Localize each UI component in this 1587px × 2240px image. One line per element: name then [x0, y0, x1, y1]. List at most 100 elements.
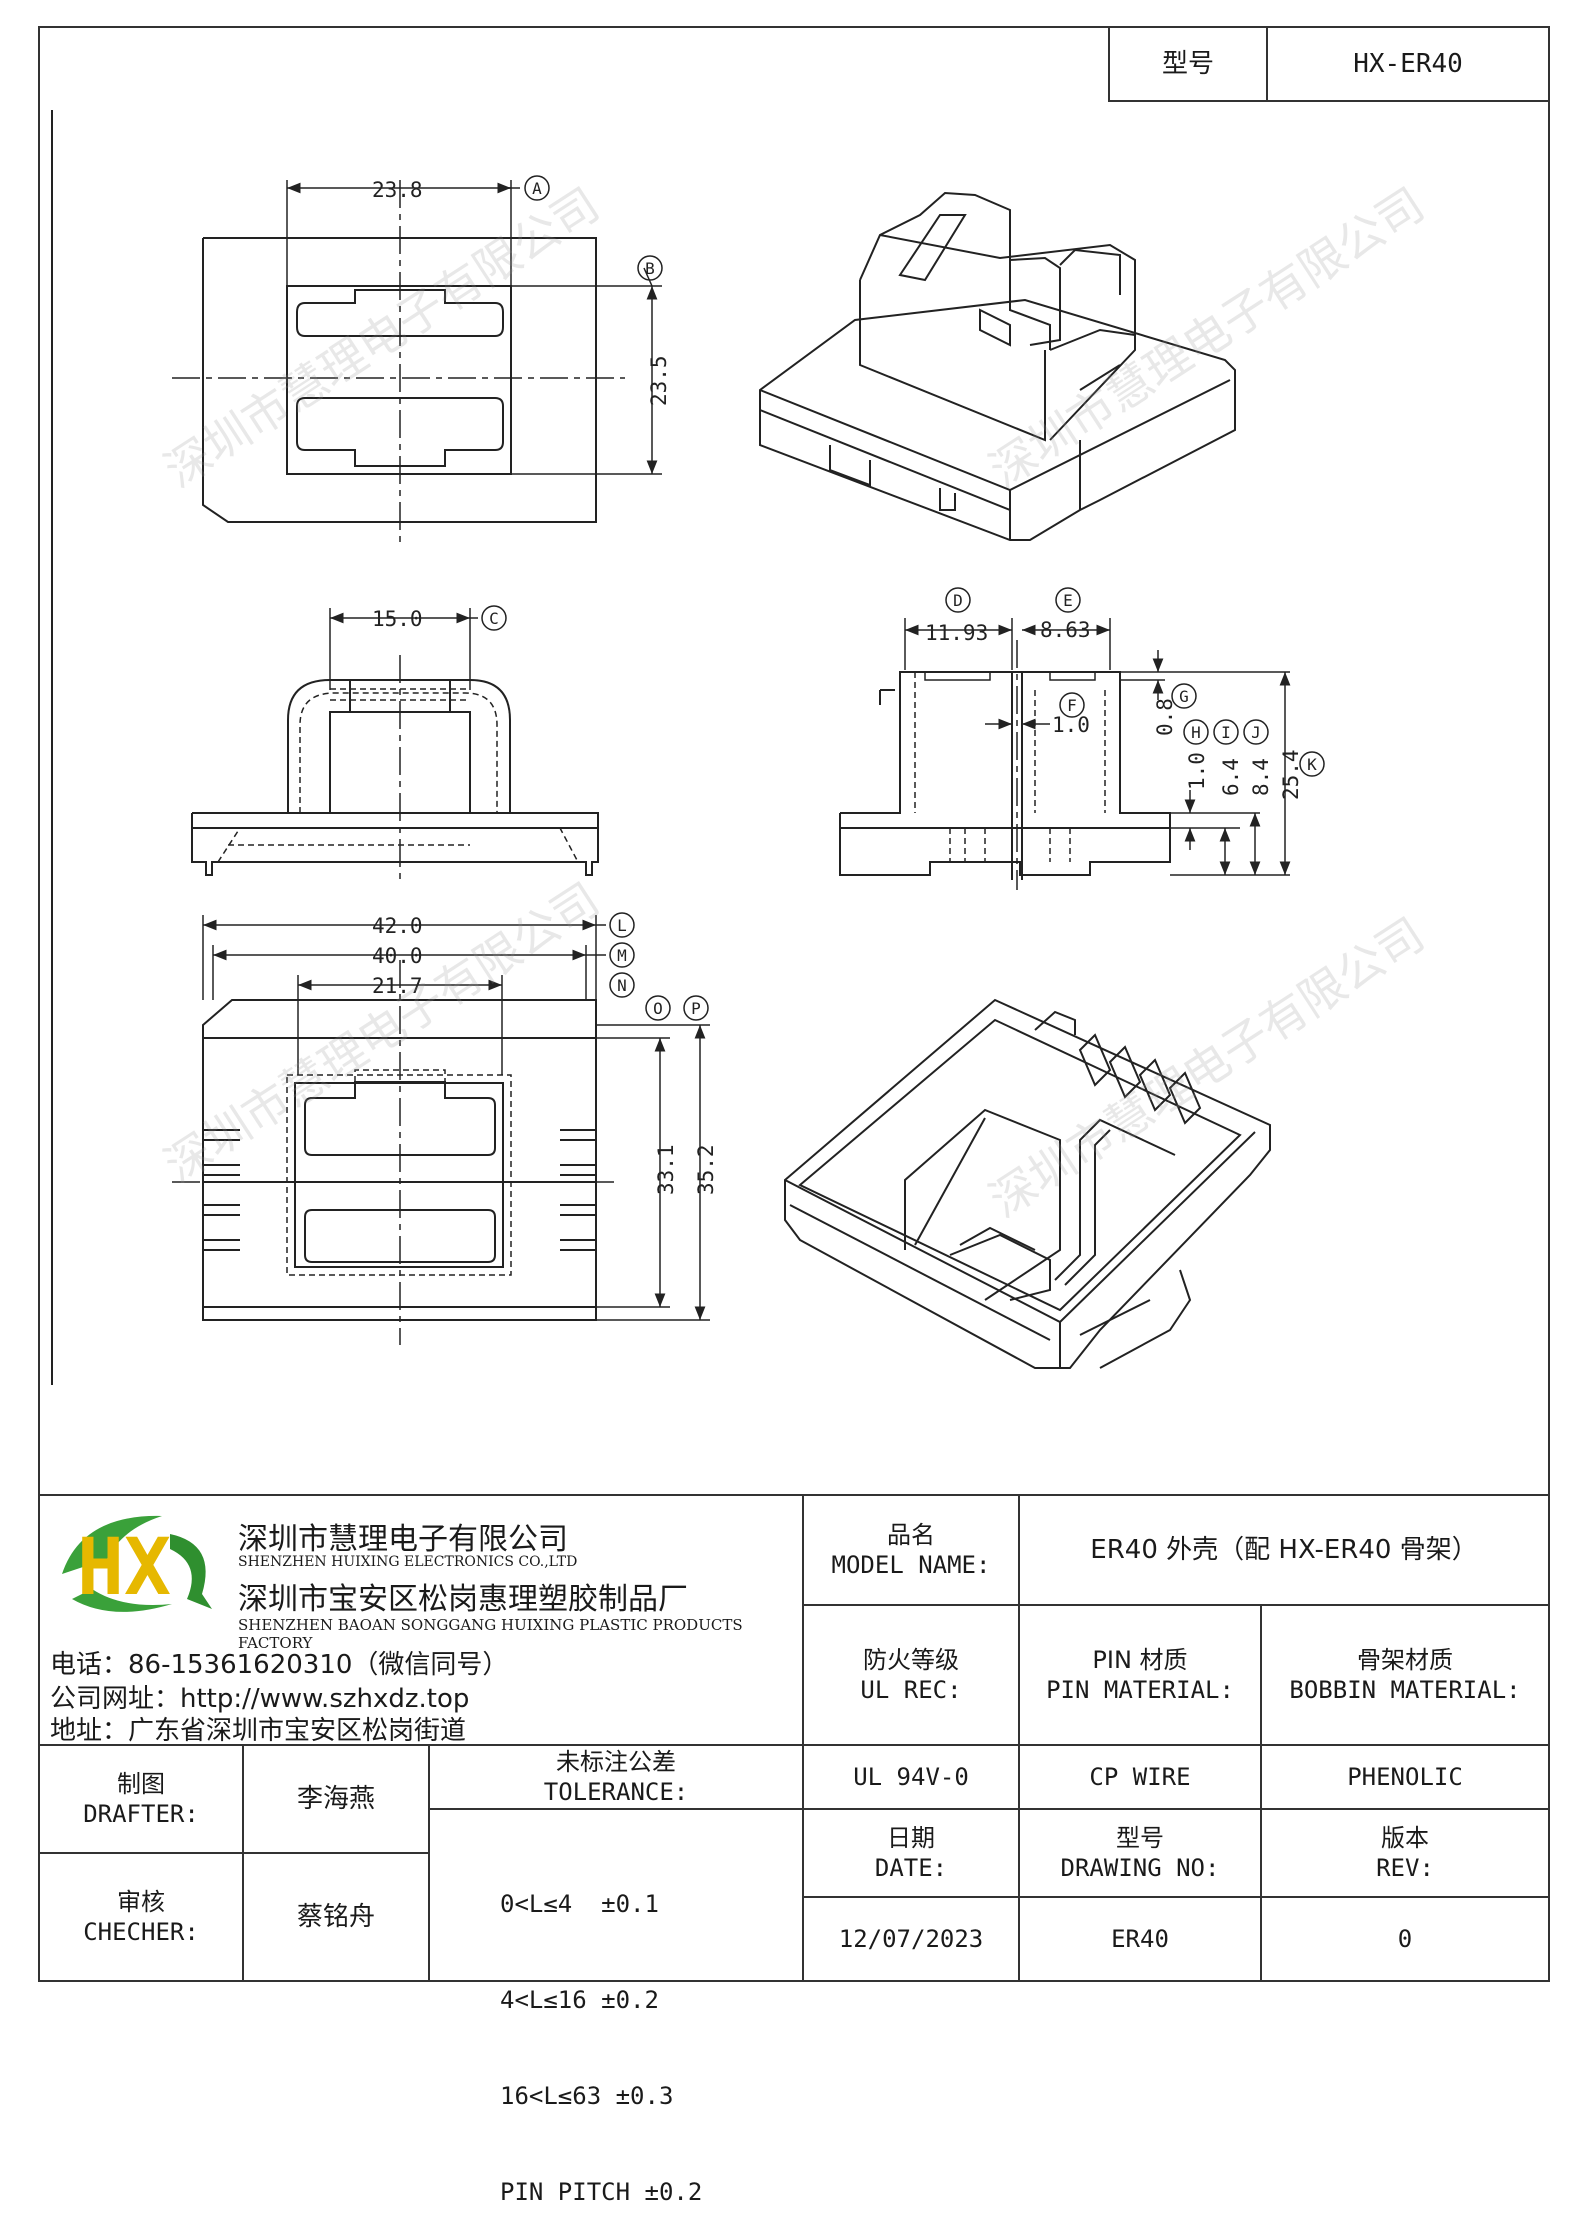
drawing-no-value: ER40	[1018, 1896, 1262, 1982]
tolerance-line-3: 16<L≤63 ±0.3	[500, 2082, 674, 2110]
ref-m: M	[617, 946, 627, 965]
top-view	[172, 180, 662, 545]
model-name-value: ER40 外壳（配 HX-ER40 骨架）	[1018, 1494, 1550, 1606]
header-model-value: HX-ER40	[1266, 26, 1550, 102]
company-name-en: SHENZHEN HUIXING ELECTRONICS CO.,LTD	[238, 1554, 578, 1570]
tolerance-header: 未标注公差 TOLERANCE:	[428, 1744, 804, 1810]
company-block: HX 深圳市慧理电子有限公司 SHENZHEN HUIXING ELECTRON…	[40, 1496, 804, 1746]
bottom-view	[172, 915, 710, 1345]
date-value: 12/07/2023	[802, 1896, 1020, 1982]
tolerance-cn: 未标注公差	[556, 1748, 676, 1776]
date-value-text: 12/07/2023	[838, 1925, 984, 1953]
dim-front-width: 15.0	[372, 607, 423, 631]
date-label: 日期 DATE:	[802, 1808, 1020, 1898]
model-name-value-text: ER40 外壳（配 HX-ER40 骨架）	[1090, 1535, 1478, 1565]
ref-i: I	[1221, 723, 1231, 742]
date-cn: 日期	[887, 1824, 935, 1852]
ref-a: A	[532, 179, 542, 198]
checker-label: 审核 CHECHER:	[38, 1852, 244, 1982]
dim-bottom-n: 21.7	[372, 974, 423, 998]
ref-h: H	[1191, 723, 1201, 742]
pin-value: CP WIRE	[1018, 1744, 1262, 1810]
company-website: 公司网址：http://www.szhxdz.top	[50, 1684, 470, 1714]
company-logo: HX	[62, 1515, 212, 1613]
pin-en: PIN MATERIAL:	[1046, 1676, 1234, 1704]
iso-view-top	[759, 191, 1236, 541]
checker-cn: 审核	[117, 1888, 165, 1916]
rev-en: REV:	[1376, 1854, 1434, 1882]
drafter-label: 制图 DRAFTER:	[38, 1744, 244, 1854]
dim-side-h: 1.0	[1185, 752, 1209, 790]
dim-side-j: 8.4	[1249, 758, 1273, 796]
date-en: DATE:	[874, 1854, 948, 1882]
ref-j: J	[1251, 723, 1261, 742]
company-phone: 电话：86-15361620310（微信同号）	[50, 1650, 509, 1680]
drafter-en: DRAFTER:	[83, 1800, 199, 1828]
ref-n: N	[617, 976, 627, 995]
factory-name-cn: 深圳市宝安区松岗惠理塑胶制品厂	[238, 1582, 688, 1617]
ul-rec-label: 防火等级 UL REC:	[802, 1604, 1020, 1746]
pin-material-label: PIN 材质 PIN MATERIAL:	[1018, 1604, 1262, 1746]
pin-value-text: CP WIRE	[1089, 1763, 1191, 1791]
rev-value-text: 0	[1397, 1925, 1413, 1953]
header-model-label-text: 型号	[1161, 49, 1214, 79]
rev-label: 版本 REV:	[1260, 1808, 1550, 1898]
ref-k: K	[1307, 755, 1317, 774]
dim-bottom-m: 40.0	[372, 944, 423, 968]
ul-value-text: UL 94V-0	[853, 1763, 969, 1791]
ref-g: G	[1179, 687, 1189, 706]
tolerance-line-4: PIN PITCH ±0.2	[500, 2178, 703, 2206]
drafter-name-text: 李海燕	[296, 1784, 375, 1814]
ref-o: O	[653, 999, 663, 1018]
tolerance-values: 0<L≤4 ±0.1 4<L≤16 ±0.2 16<L≤63 ±0.3 PIN …	[428, 1808, 804, 2206]
drawing-no-label: 型号 DRAWING NO:	[1018, 1808, 1262, 1898]
ref-d: D	[953, 591, 963, 610]
drafter-cn: 制图	[117, 1770, 165, 1798]
side-view	[839, 618, 1291, 890]
drawing-en: DRAWING NO:	[1060, 1854, 1220, 1882]
dim-top-width: 23.8	[372, 178, 423, 202]
ul-cn: 防火等级	[863, 1646, 959, 1674]
bobbin-value-text: PHENOLIC	[1347, 1763, 1463, 1791]
dim-side-e: 8.63	[1040, 618, 1091, 642]
ref-l: L	[617, 916, 627, 935]
dim-side-i: 6.4	[1219, 758, 1243, 796]
tolerance-line-2: 4<L≤16 ±0.2	[500, 1986, 659, 2014]
logo-letters: HX	[77, 1523, 171, 1613]
title-block	[38, 1494, 1550, 1496]
technical-drawing: 23.8 23.5 15.0 11.93 8.63 1.0 0.8 1.0 6.…	[51, 110, 1325, 1385]
company-address: 地址：广东省深圳市宝安区松岗街道	[50, 1716, 467, 1746]
dim-bottom-o: 33.1	[654, 1144, 678, 1195]
tolerance-en: TOLERANCE:	[543, 1778, 689, 1806]
ref-p: P	[691, 999, 701, 1018]
iso-view-bottom	[784, 998, 1271, 1369]
ul-value: UL 94V-0	[802, 1744, 1020, 1810]
dim-side-k: 25.4	[1279, 749, 1303, 800]
bobbin-value: PHENOLIC	[1260, 1744, 1550, 1810]
bobbin-cn: 骨架材质	[1357, 1646, 1453, 1674]
header-model-value-text: HX-ER40	[1353, 49, 1463, 79]
model-name-label: 品名 MODEL NAME:	[802, 1494, 1020, 1606]
bobbin-en: BOBBIN MATERIAL:	[1289, 1676, 1521, 1704]
rev-value: 0	[1260, 1896, 1550, 1982]
ref-f: F	[1067, 696, 1077, 715]
checker-name-text: 蔡铭舟	[296, 1902, 375, 1932]
pin-cn: PIN 材质	[1092, 1646, 1188, 1674]
bobbin-material-label: 骨架材质 BOBBIN MATERIAL:	[1260, 1604, 1550, 1746]
company-name-cn: 深圳市慧理电子有限公司	[238, 1522, 568, 1557]
model-name-cn: 品名	[887, 1521, 935, 1549]
drawing-no-value-text: ER40	[1111, 1925, 1169, 1953]
front-view	[191, 608, 599, 885]
rev-cn: 版本	[1381, 1824, 1429, 1852]
dim-top-height: 23.5	[647, 355, 671, 406]
ul-en: UL REC:	[860, 1676, 962, 1704]
checker-en: CHECHER:	[83, 1918, 199, 1946]
drawing-cn: 型号	[1116, 1824, 1164, 1852]
ref-b: B	[645, 259, 655, 278]
factory-name-en: SHENZHEN BAOAN SONGGANG HUIXING PLASTIC …	[238, 1616, 743, 1652]
dim-side-g: 0.8	[1153, 698, 1177, 736]
dim-bottom-l: 42.0	[372, 914, 423, 938]
dim-bottom-p: 35.2	[694, 1144, 718, 1195]
ref-c: C	[489, 609, 499, 628]
checker-name: 蔡铭舟	[242, 1852, 430, 1982]
